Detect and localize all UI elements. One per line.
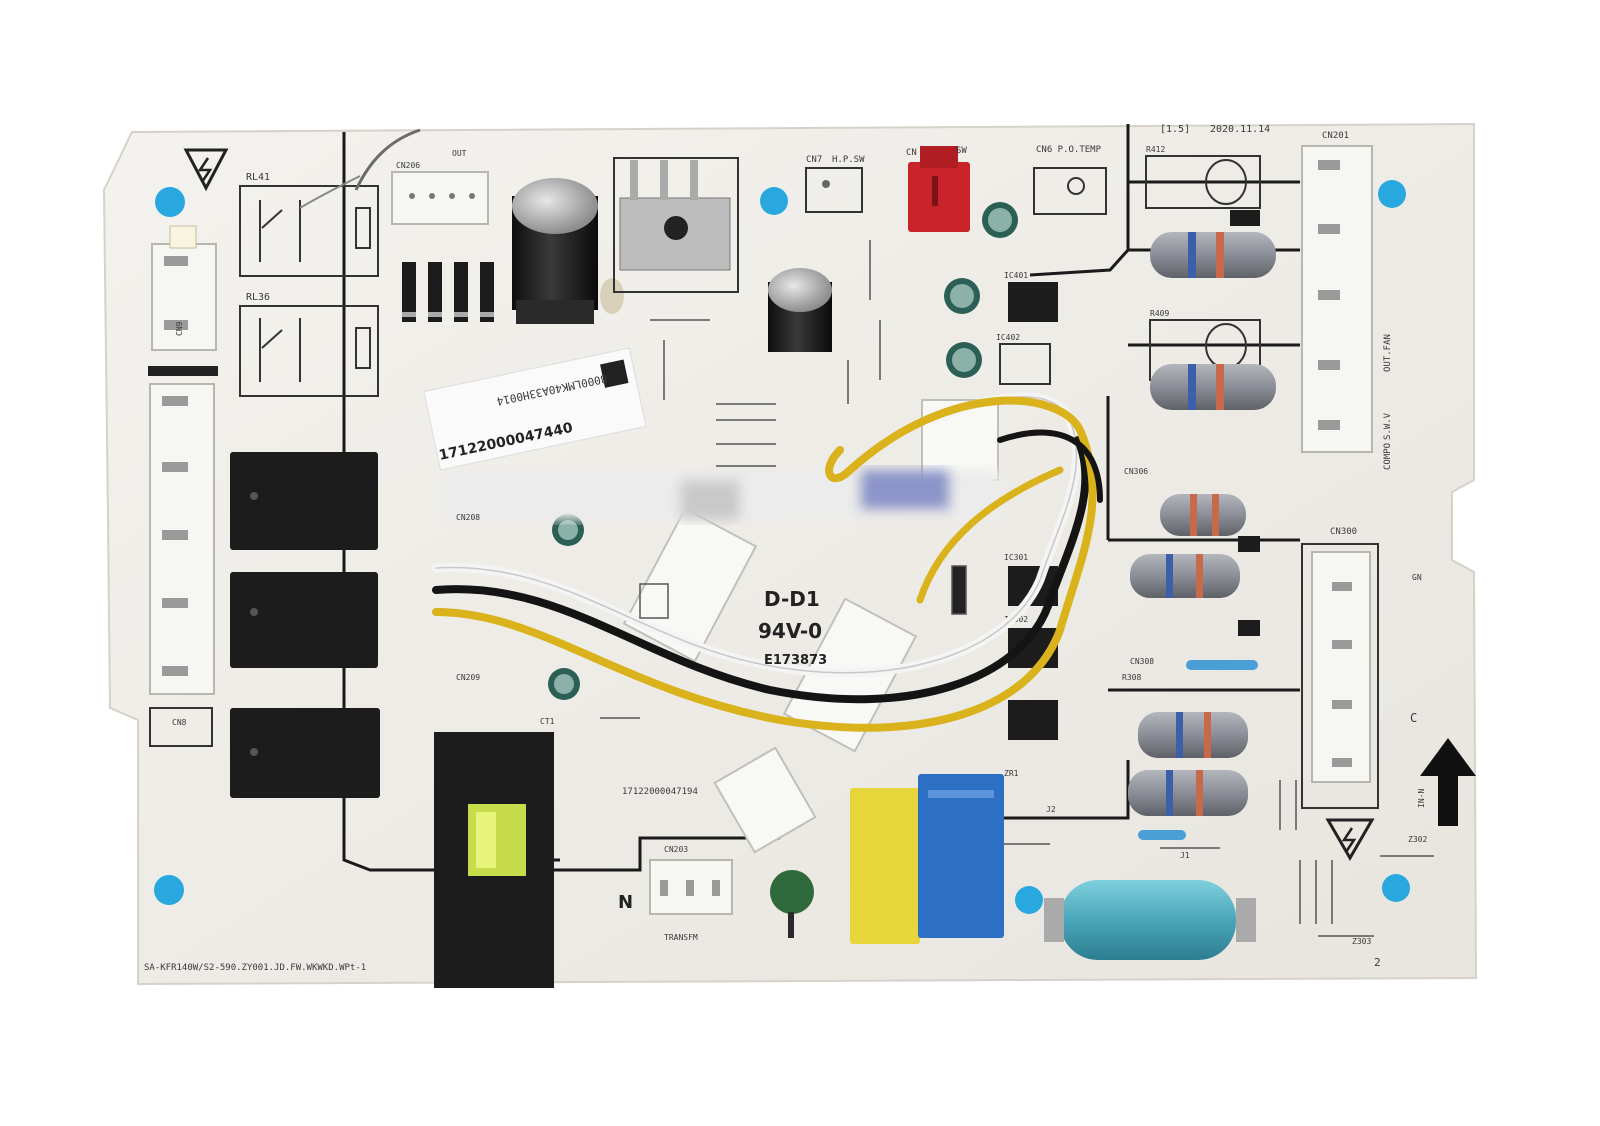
swv-label: S.W.V [1383, 412, 1393, 440]
arrow-up-icon [1420, 738, 1476, 826]
zr1-label: ZR1 [1004, 769, 1019, 778]
relays [230, 452, 380, 798]
mount-hole-bottom-right [1382, 874, 1410, 902]
ic401-chip [1008, 282, 1058, 322]
ic402-footprint [999, 343, 1051, 385]
connector-cn300 [1301, 543, 1379, 809]
relay-2 [230, 572, 378, 668]
transfm-label: TRANSFM [664, 933, 698, 942]
cn209-label: CN209 [456, 673, 480, 682]
hazard-triangle-icon [1325, 818, 1375, 861]
n-mark: N [618, 892, 633, 913]
j2-label: J2 [1046, 805, 1056, 814]
ct1-label: CT1 [540, 717, 555, 726]
z303-label: Z303 [1352, 937, 1371, 946]
rl41-label: RL41 [246, 172, 270, 183]
connector-cn206 [391, 171, 489, 225]
connector-cn203 [649, 859, 733, 915]
mount-hole-top-right [1378, 180, 1406, 208]
mount-hole-top-left [155, 187, 185, 217]
fuse [1044, 880, 1256, 960]
connector-cn201 [1301, 145, 1373, 453]
current-transformer-ct1 [434, 732, 554, 988]
cn7-label: CN7 [806, 155, 822, 165]
cn9-label: CN9 [175, 321, 184, 336]
gn-label: GN [1412, 573, 1422, 582]
cn203-label: CN203 [664, 845, 688, 854]
j1-label: J1 [1180, 851, 1190, 860]
mount-hole-bottom-left [154, 875, 184, 905]
cn6-footprint [1033, 167, 1107, 215]
ul-file: E173873 [764, 653, 827, 668]
rl36-label: RL36 [246, 292, 270, 303]
small-bead [600, 278, 624, 314]
c-mark: C [1410, 711, 1417, 725]
cn201-label: CN201 [1322, 131, 1349, 141]
cn308-label: CN308 [1130, 657, 1154, 666]
electrolytic-capacitor-medium [768, 268, 832, 352]
cn6-label: CN6 P.O.TEMP [1036, 145, 1102, 155]
ic402-label: IC402 [996, 333, 1020, 342]
cn-sw-label: CN [906, 148, 917, 158]
page-mark: 2 [1374, 956, 1381, 969]
date-label: 2020.11.14 [1210, 124, 1270, 135]
blue-jumper [1186, 660, 1258, 670]
cn300-label: CN300 [1330, 527, 1357, 537]
stray-lead [354, 128, 421, 191]
version-label: [1.5] [1160, 124, 1190, 135]
cn7-footprint [805, 167, 863, 213]
diode-small [1230, 210, 1260, 226]
blue-jumper [1138, 830, 1186, 840]
cn206-out-label: OUT [452, 149, 467, 158]
small-footprints [600, 240, 1434, 937]
wire-harness [431, 392, 1103, 732]
ic-footprints-right [1008, 536, 1260, 740]
r409-label: R409 [1150, 309, 1169, 318]
electrolytic-capacitor-large [512, 178, 598, 324]
cn8-label: CN8 [172, 718, 187, 727]
x-capacitor-blue [918, 774, 1004, 938]
diodes [402, 262, 494, 322]
red-header [908, 146, 970, 232]
power-resistors [1128, 232, 1276, 816]
ul-rating: 94V-0 [758, 619, 822, 643]
x-capacitor-yellow [850, 788, 920, 944]
connector-cn9 [151, 225, 217, 351]
mount-hole-top-mid [760, 187, 788, 215]
out-fan-label: OUT.FAN [1383, 334, 1393, 372]
serial-sticker [423, 347, 647, 471]
compo-label: COMPO [1383, 443, 1393, 470]
hazard-triangle-icon [183, 148, 229, 192]
cn306-label: CN306 [1124, 467, 1148, 476]
r412-footprint [1145, 155, 1261, 209]
cn208-label: CN208 [456, 513, 480, 522]
relay-1 [230, 452, 378, 550]
sw-label: SW [956, 146, 967, 156]
serial-bottom: 17122000047194 [622, 787, 698, 797]
board-code: D-D1 [764, 587, 820, 611]
z302-label: Z302 [1408, 835, 1427, 844]
connector-cn8 [148, 366, 218, 747]
voltage-regulator [613, 157, 739, 293]
small-capacitors [548, 202, 1018, 700]
r412-label: R412 [1146, 145, 1165, 154]
r308-label: R308 [1122, 673, 1141, 682]
cn206-label: CN206 [396, 161, 420, 170]
hp-sw-label: H.P.SW [832, 155, 865, 165]
varistor [770, 870, 814, 914]
in-n-label: IN-N [1417, 789, 1426, 808]
model-string: SA-KFR140W/S2-590.ZY001.JD.FW.WKWKD.WPt-… [144, 963, 366, 973]
relay-3 [230, 708, 380, 798]
ic301-label: IC301 [1004, 553, 1028, 562]
blurred-area [440, 470, 1000, 520]
mounting-holes [154, 180, 1410, 914]
relay-footprints [239, 185, 379, 397]
ic401-label: IC401 [1004, 271, 1028, 280]
mount-hole-bottom-mid [1015, 886, 1043, 914]
stray-lead [299, 175, 361, 209]
